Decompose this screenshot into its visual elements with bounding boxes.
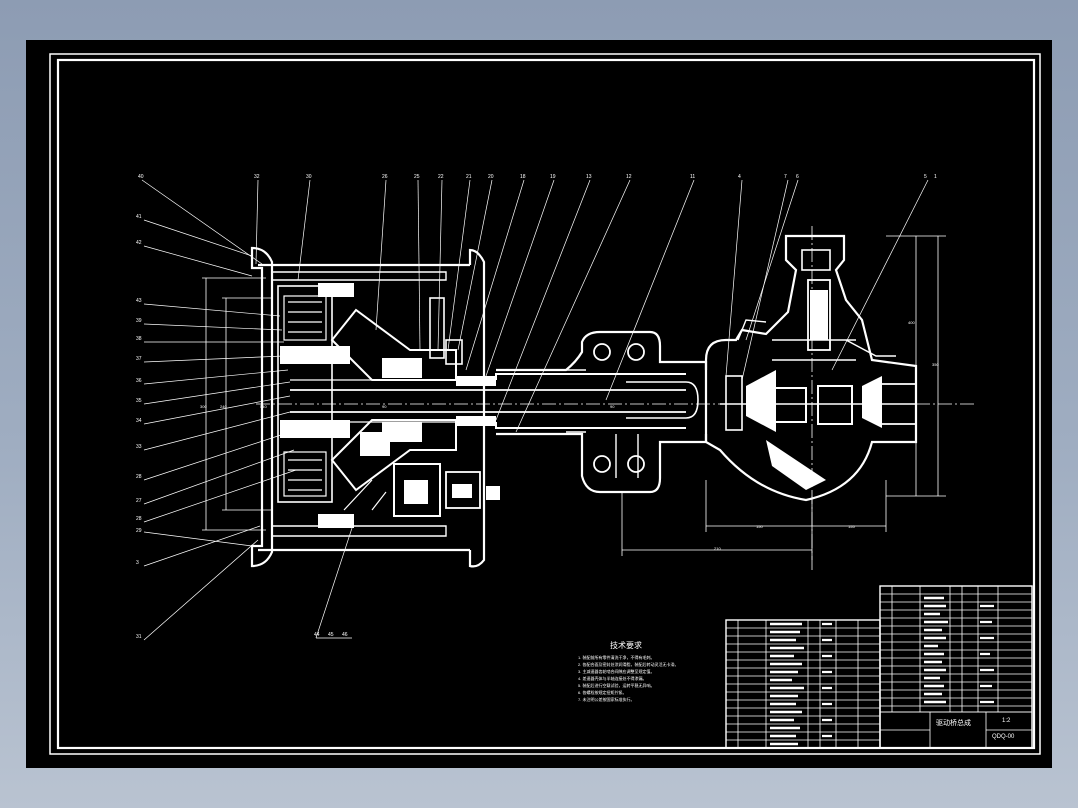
dimension-value: 300 (200, 404, 207, 409)
dimension-value: 350 (932, 362, 939, 367)
leader-number: 18 (520, 174, 526, 180)
leader-number: 33 (136, 444, 142, 450)
tech-requirement-line: 2. 各配合面及密封处涂润滑脂，装配后转动灵活无卡滞。 (578, 662, 679, 667)
wheel-hub (330, 297, 500, 517)
leader-number: 21 (466, 174, 472, 180)
leader-number: 28 (136, 516, 142, 522)
leader-number: 12 (626, 174, 632, 180)
dimension-value: 540 (260, 404, 267, 409)
dimension-value: 90 (382, 404, 387, 409)
tech-requirement-line: 6. 各螺栓按规定扭矩拧紧。 (578, 690, 627, 695)
leader-number: 11 (690, 174, 696, 180)
drawing-name: 驱动桥总成 (936, 720, 971, 727)
leader-number: 22 (438, 174, 444, 180)
leader-number: 40 (138, 174, 144, 180)
leader-number: 42 (136, 240, 142, 246)
dimension-value: 210 (714, 546, 721, 551)
tech-requirement-line: 4. 差速器壳体与半轴连接处不得渗漏。 (578, 676, 647, 681)
leader-number: 28 (136, 474, 142, 480)
outer-border (49, 53, 1041, 755)
dimension-value: 400 (908, 320, 915, 325)
drawing-code: QDQ-00 (992, 734, 1015, 740)
parts-list-left (725, 619, 881, 749)
leader-number: 45 (328, 632, 334, 638)
leader-number: 38 (136, 336, 142, 342)
leader-number: 37 (136, 356, 142, 362)
leader-number: 26 (382, 174, 388, 180)
leader-number: 20 (488, 174, 494, 180)
leader-number: 39 (136, 318, 142, 324)
leader-number: 4 (738, 174, 741, 180)
leader-number: 5 (924, 174, 927, 180)
tech-requirements: 1. 装配前所有零件清洗干净，不得有毛刺。 2. 各配合面及密封处涂润滑脂，装配后… (578, 654, 702, 703)
tech-requirement-line: 5. 装配后进行空载试验，运转平稳无异响。 (578, 683, 655, 688)
axle-housing (496, 330, 708, 494)
leader-number: 32 (254, 174, 260, 180)
tech-requirement-line: 7. 未注明公差按国家标准执行。 (578, 697, 635, 702)
leader-lines-bottom (315, 527, 353, 639)
drawing-sheet: 技术要求 1. 装配前所有零件清洗干净，不得有毛刺。 2. 各配合面及密封处涂润滑… (26, 40, 1052, 768)
leader-number: 27 (136, 498, 142, 504)
leader-number: 43 (136, 298, 142, 304)
drawing-scale: 1:2 (1002, 718, 1011, 724)
parts-list-right (879, 585, 1033, 749)
assembly-drawing (202, 226, 976, 570)
leader-lines-left (143, 219, 297, 641)
leader-number: 36 (136, 378, 142, 384)
tech-requirement-line: 1. 装配前所有零件清洗干净，不得有毛刺。 (578, 655, 655, 660)
leader-number: 46 (342, 632, 348, 638)
differential (704, 234, 918, 502)
tech-requirements-title: 技术要求 (610, 641, 642, 650)
dimension-value: 155 (848, 524, 855, 529)
inner-border (56, 58, 1036, 750)
leader-number: 3 (136, 560, 139, 566)
leader-number: 31 (136, 634, 142, 640)
leader-number: 1 (934, 174, 937, 180)
leader-number: 44 (314, 632, 320, 638)
dimension-lines (202, 235, 946, 570)
leader-number: 34 (136, 418, 142, 424)
leader-number: 19 (550, 174, 556, 180)
leader-number: 6 (796, 174, 799, 180)
dimension-value: 90 (610, 404, 615, 409)
axle-shaft (290, 369, 699, 433)
leader-number: 29 (136, 528, 142, 534)
leader-number: 7 (784, 174, 787, 180)
dimension-value: 240 (220, 404, 227, 409)
tech-requirement-line: 3. 主减速器齿轮啮合间隙应调整至规定值。 (578, 669, 655, 674)
leader-lines-top (141, 179, 929, 433)
dimension-value: 150 (756, 524, 763, 529)
leader-number: 35 (136, 398, 142, 404)
leader-number: 41 (136, 214, 142, 220)
brake-drum (250, 246, 486, 568)
leader-number: 25 (414, 174, 420, 180)
leader-number: 30 (306, 174, 312, 180)
cad-drawing (49, 53, 1041, 755)
center-lines (256, 226, 976, 560)
leader-number: 13 (586, 174, 592, 180)
